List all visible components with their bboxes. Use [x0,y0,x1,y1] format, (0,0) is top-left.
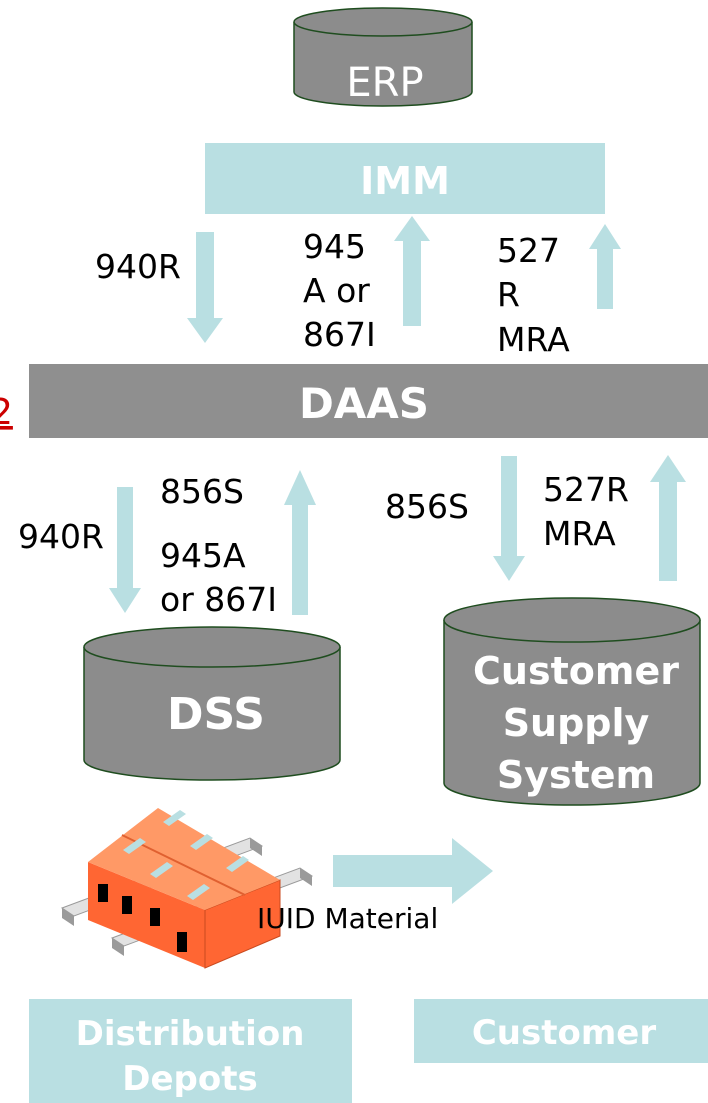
svg-text:Customer: Customer [473,649,679,693]
svg-text:527R: 527R [543,470,629,509]
daas-bar: DAAS [29,364,708,438]
dss-database: DSS [83,626,341,781]
arrow-daas-to-dss [109,487,141,613]
arrow-dss-to-daas [284,470,316,615]
flow-label-945a-867i-top: 945 A or 867I [303,227,376,354]
flow-label-856s-css: 856S [385,487,469,526]
svg-text:867I: 867I [303,315,376,354]
svg-text:A or: A or [303,271,370,310]
imm-box: IMM [205,143,605,214]
warehouse-icon [60,808,314,969]
svg-text:945A: 945A [160,536,246,575]
erp-label: ERP [346,60,423,106]
dss-label: DSS [167,689,265,740]
flow-label-856s-945a-867i-dss: 856S 945A or 867I [160,472,277,619]
arrow-imm-to-daas [187,232,223,343]
flow-label-940r-dss: 940R [18,517,104,556]
svg-text:Supply: Supply [503,701,650,745]
distribution-depots-box: Distribution Depots [29,999,352,1103]
svg-text:856S: 856S [160,472,244,511]
flow-label-940r-top: 940R [95,247,181,286]
arrow-daas-to-imm-2 [589,224,621,309]
arrow-daas-to-imm-1 [394,216,430,326]
svg-text:945: 945 [303,227,366,266]
arrow-css-to-daas [650,455,686,581]
svg-text:MRA: MRA [543,514,616,553]
svg-text:System: System [497,753,655,797]
customer-supply-system-database: Customer Supply System [443,597,701,806]
flow-label-527r-mra-css: 527R MRA [543,470,629,553]
imm-label: IMM [360,159,450,203]
svg-text:527: 527 [497,231,560,270]
arrow-iuid-material [333,838,493,904]
iuid-material-label: IUID Material [257,902,438,935]
customer-supply-system-label: Customer Supply System [473,649,679,797]
svg-text:or 867I: or 867I [160,580,277,619]
customer-box: Customer [414,999,708,1063]
edge-fragment-link[interactable]: 2 [0,392,13,433]
arrow-daas-to-css [493,456,525,581]
customer-label: Customer [472,1013,656,1053]
daas-label: DAAS [299,379,429,428]
svg-text:R: R [497,275,520,314]
svg-text:MRA: MRA [497,320,570,359]
erp-database: ERP [293,7,473,107]
flow-label-527r-mra-top: 527 R MRA [497,231,570,359]
svg-text:Depots: Depots [122,1059,257,1099]
svg-text:Distribution: Distribution [76,1014,305,1054]
